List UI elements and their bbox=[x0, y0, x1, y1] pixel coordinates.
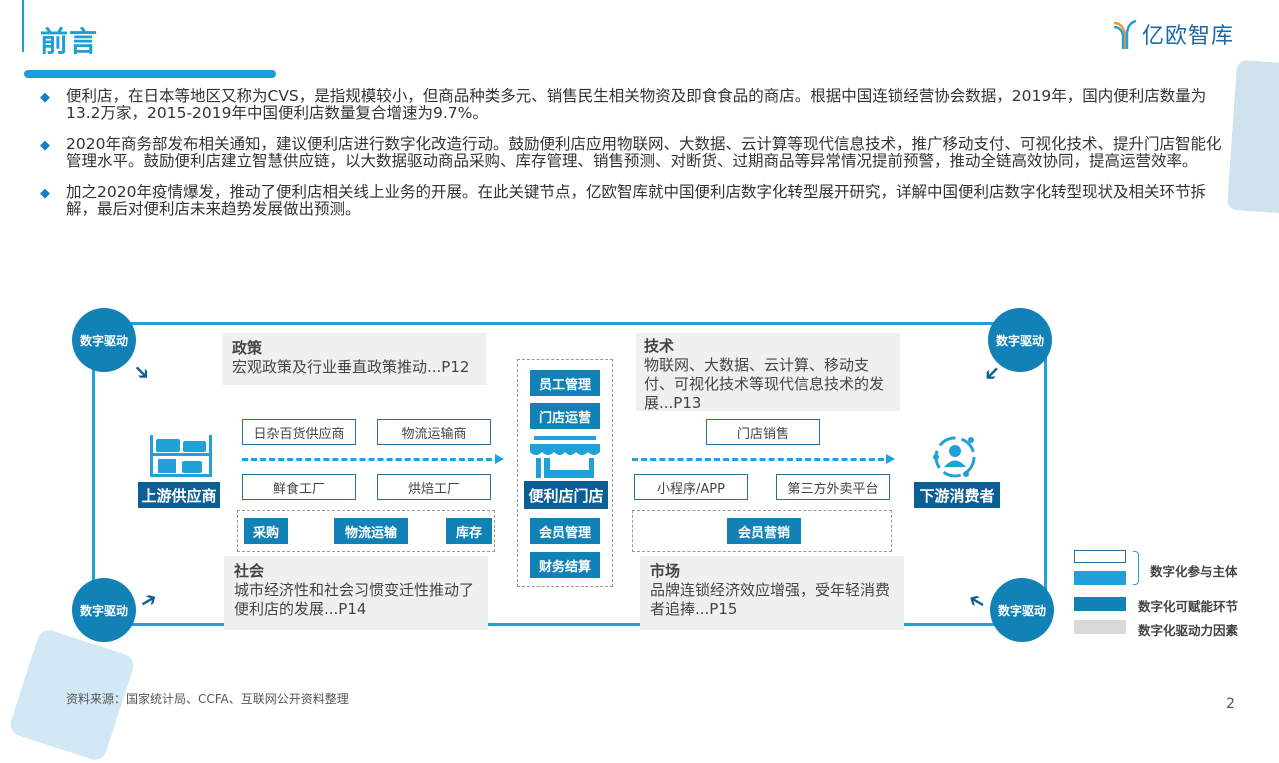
participant-box: 物流运输商 bbox=[377, 419, 491, 445]
legend-brace bbox=[1133, 551, 1139, 585]
link-box: 门店运营 bbox=[530, 403, 600, 429]
arrowhead-icon bbox=[886, 454, 895, 464]
participant-box: 第三方外卖平台 bbox=[776, 474, 890, 500]
driver-circle-top-right: 数字驱动 bbox=[988, 308, 1052, 372]
title-accent-line bbox=[22, 0, 24, 52]
page-title: 前言 bbox=[40, 25, 99, 58]
factor-society: 社会 城市经济性和社会习惯变迁性推动了便利店的发展...P14 bbox=[224, 556, 488, 630]
brand-logo: 亿欧智库 bbox=[1112, 18, 1234, 50]
participant-box: 鲜食工厂 bbox=[242, 474, 356, 500]
source-note: 资料来源：国家统计局、CCFA、互联网公开资料整理 bbox=[66, 692, 349, 706]
link-box: 库存 bbox=[446, 518, 492, 544]
legend-swatch-outline bbox=[1074, 550, 1126, 563]
bullet-item: ◆ 加之2020年疫情爆发，推动了便利店相关线上业务的开展。在此关键节点，亿欧智… bbox=[40, 183, 1206, 218]
factor-policy: 政策 宏观政策及行业垂直政策推动...P12 bbox=[222, 333, 486, 385]
upstream-supplier-label: 上游供应商 bbox=[138, 482, 220, 508]
participant-box: 烘焙工厂 bbox=[377, 474, 491, 500]
decorative-shape-right bbox=[1226, 59, 1279, 215]
consumer-user-icon bbox=[933, 436, 976, 478]
store-links-group bbox=[517, 359, 613, 587]
storefront-icon bbox=[530, 436, 600, 478]
legend-swatch-gray bbox=[1074, 620, 1126, 634]
legend-links: 数字化可赋能环节 bbox=[1138, 599, 1239, 614]
page-number: 2 bbox=[1226, 696, 1235, 712]
downstream-links-group bbox=[632, 510, 892, 552]
title-underline bbox=[24, 70, 276, 78]
convenience-store-label: 便利店门店 bbox=[524, 481, 608, 509]
legend-swatch-light bbox=[1074, 571, 1126, 585]
participant-box: 门店销售 bbox=[706, 419, 820, 445]
flow-arrow-downstream bbox=[632, 458, 884, 461]
logo-text: 亿欧智库 bbox=[1142, 24, 1235, 49]
legend-drivers: 数字化驱动力因素 bbox=[1138, 623, 1239, 638]
legend-swatch-dark bbox=[1074, 597, 1126, 611]
logo-mark-icon bbox=[1113, 19, 1137, 49]
link-box: 会员营销 bbox=[727, 518, 801, 544]
warehouse-shelf-icon bbox=[150, 435, 212, 477]
arrowhead-icon bbox=[495, 454, 504, 464]
intro-bullets: ◆ 便利店，在日本等地区又称为CVS，是指规模较小，但商品种类多元、销售民生相关… bbox=[40, 88, 1230, 232]
diamond-bullet-icon: ◆ bbox=[40, 138, 50, 153]
participant-box: 小程序/APP bbox=[634, 474, 748, 500]
link-box: 采购 bbox=[244, 518, 288, 544]
link-box: 物流运输 bbox=[334, 518, 408, 544]
bullet-item: ◆ 2020年商务部发布相关通知，建议便利店进行数字化改造行动。鼓励便利店应用物… bbox=[40, 135, 1222, 170]
link-box: 员工管理 bbox=[530, 370, 600, 396]
legend-participants: 数字化参与主体 bbox=[1150, 564, 1238, 579]
participant-box: 日杂百货供应商 bbox=[242, 419, 356, 445]
diamond-bullet-icon: ◆ bbox=[40, 186, 50, 201]
factor-market: 市场 品牌连锁经济效应增强，受年轻消费者追捧...P15 bbox=[640, 556, 904, 630]
link-box: 会员管理 bbox=[530, 518, 600, 544]
driver-circle-bottom-right: 数字驱动 bbox=[990, 578, 1054, 642]
factor-tech: 技术 物联网、大数据、云计算、移动支付、可视化技术等现代信息技术的发展...P1… bbox=[636, 333, 900, 412]
downstream-consumer-label: 下游消费者 bbox=[914, 482, 1000, 508]
diagram-frame bbox=[92, 322, 1047, 626]
link-box: 财务结算 bbox=[530, 552, 600, 578]
upstream-links-group bbox=[237, 510, 495, 552]
diamond-bullet-icon: ◆ bbox=[40, 90, 50, 105]
flow-arrow-upstream bbox=[242, 458, 492, 461]
bullet-item: ◆ 便利店，在日本等地区又称为CVS，是指规模较小，但商品种类多元、销售民生相关… bbox=[40, 87, 1207, 122]
driver-circle-top-left: 数字驱动 bbox=[72, 308, 136, 372]
driver-circle-bottom-left: 数字驱动 bbox=[72, 578, 136, 642]
